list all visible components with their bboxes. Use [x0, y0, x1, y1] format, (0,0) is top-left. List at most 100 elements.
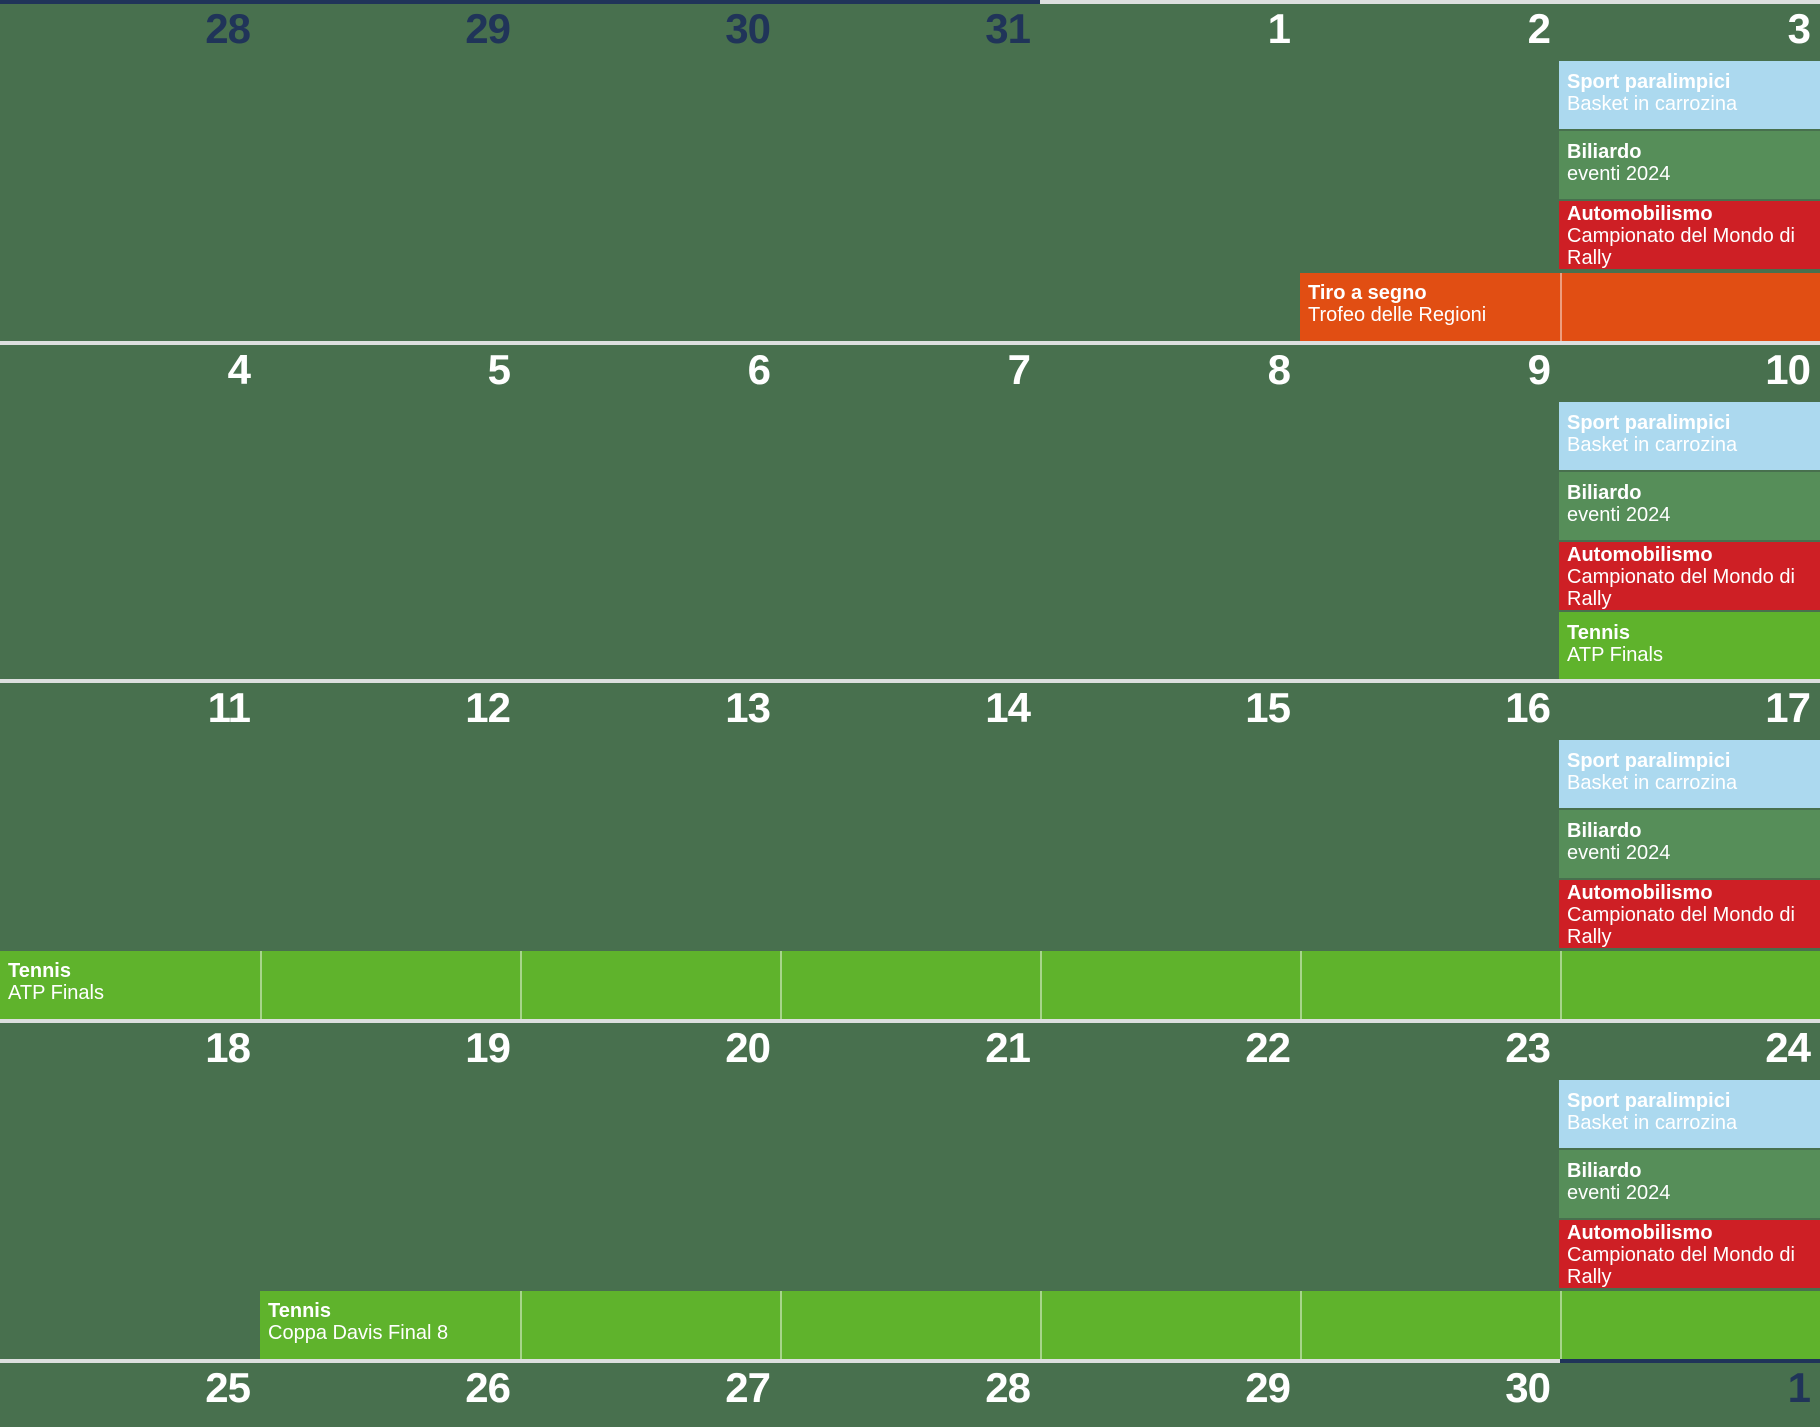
- day-number: 30: [1505, 1364, 1551, 1411]
- day-number: 28: [205, 5, 251, 52]
- day-number: 28: [985, 1364, 1031, 1411]
- row-separator: [0, 0, 1820, 4]
- day-number: 30: [725, 5, 771, 52]
- day-number: 16: [1505, 684, 1551, 731]
- day-segment-line: [1560, 1291, 1562, 1359]
- day-number: 12: [465, 684, 511, 731]
- event-subtitle: ATP Finals: [8, 982, 104, 1004]
- day-segment-line: [1560, 273, 1562, 341]
- day-number: 17: [1765, 684, 1811, 731]
- separator-segment: [520, 341, 780, 345]
- event-subtitle: Coppa Davis Final 8: [268, 1322, 449, 1344]
- event-subtitle: eventi 2024: [1567, 504, 1671, 526]
- separator-segment: [0, 1359, 260, 1363]
- separator-segment: [0, 0, 260, 4]
- separator-segment: [1300, 0, 1560, 4]
- event-title: Tiro a segno: [1308, 282, 1427, 304]
- event-title: Biliardo: [1567, 1160, 1642, 1182]
- day-segment-line: [520, 951, 522, 1019]
- day-number: 27: [725, 1364, 771, 1411]
- separator-segment: [520, 1359, 780, 1363]
- separator-segment: [0, 341, 260, 345]
- event-title: Automobilismo: [1567, 203, 1713, 225]
- separator-segment: [780, 341, 1040, 345]
- day-segment-line: [1560, 951, 1562, 1019]
- separator-segment: [260, 1019, 520, 1023]
- separator-segment: [1040, 341, 1300, 345]
- day-number: 26: [465, 1364, 511, 1411]
- event-subtitle: eventi 2024: [1567, 163, 1671, 185]
- day-segment-line: [260, 951, 262, 1019]
- separator-segment: [520, 1019, 780, 1023]
- day-number: 6: [747, 346, 771, 393]
- day-segment-line: [780, 951, 782, 1019]
- event-title: Tennis: [8, 960, 71, 982]
- event-subtitle: Basket in carrozina: [1567, 1112, 1738, 1134]
- separator-segment: [520, 0, 780, 4]
- day-number: 8: [1267, 346, 1291, 393]
- separator-segment: [1300, 1359, 1560, 1363]
- day-segment-line: [1300, 951, 1302, 1019]
- day-number: 24: [1765, 1024, 1811, 1071]
- event-title: Biliardo: [1567, 482, 1642, 504]
- day-number: 10: [1765, 346, 1811, 393]
- event-title: Sport paralimpici: [1567, 1090, 1731, 1112]
- separator-segment: [1560, 0, 1820, 4]
- row-separator: [0, 1019, 1820, 1023]
- day-segment-line: [1300, 1291, 1302, 1359]
- separator-segment: [1560, 1359, 1820, 1363]
- separator-segment: [260, 341, 520, 345]
- separator-segment: [780, 679, 1040, 683]
- day-number: 31: [985, 5, 1031, 52]
- day-number: 11: [207, 684, 251, 731]
- day-number: 9: [1527, 346, 1551, 393]
- day-segment-line: [780, 1291, 782, 1359]
- day-segment-line: [1040, 1291, 1042, 1359]
- event-subtitle: Trofeo delle Regioni: [1308, 304, 1487, 326]
- separator-segment: [780, 0, 1040, 4]
- separator-segment: [1040, 0, 1300, 4]
- separator-segment: [0, 1019, 260, 1023]
- separator-segment: [260, 0, 520, 4]
- event-title: Automobilismo: [1567, 544, 1713, 566]
- day-number: 3: [1787, 5, 1811, 52]
- separator-segment: [1300, 341, 1560, 345]
- day-number: 20: [725, 1024, 771, 1071]
- event-title: Automobilismo: [1567, 1222, 1713, 1244]
- day-number: 4: [227, 346, 251, 393]
- separator-segment: [1560, 1019, 1820, 1023]
- event-title: Sport paralimpici: [1567, 71, 1731, 93]
- day-number: 22: [1245, 1024, 1291, 1071]
- separator-segment: [1300, 679, 1560, 683]
- event-subtitle: eventi 2024: [1567, 1182, 1671, 1204]
- event-subtitle: Basket in carrozina: [1567, 772, 1738, 794]
- day-number: 1: [1787, 1364, 1811, 1411]
- separator-segment: [1040, 1359, 1300, 1363]
- day-number: 23: [1505, 1024, 1551, 1071]
- event-subtitle: Campionato del Mondo di Rally: [1567, 904, 1795, 948]
- event-title: Sport paralimpici: [1567, 750, 1731, 772]
- day-number: 14: [985, 684, 1031, 731]
- day-number: 19: [465, 1024, 511, 1071]
- separator-segment: [260, 1359, 520, 1363]
